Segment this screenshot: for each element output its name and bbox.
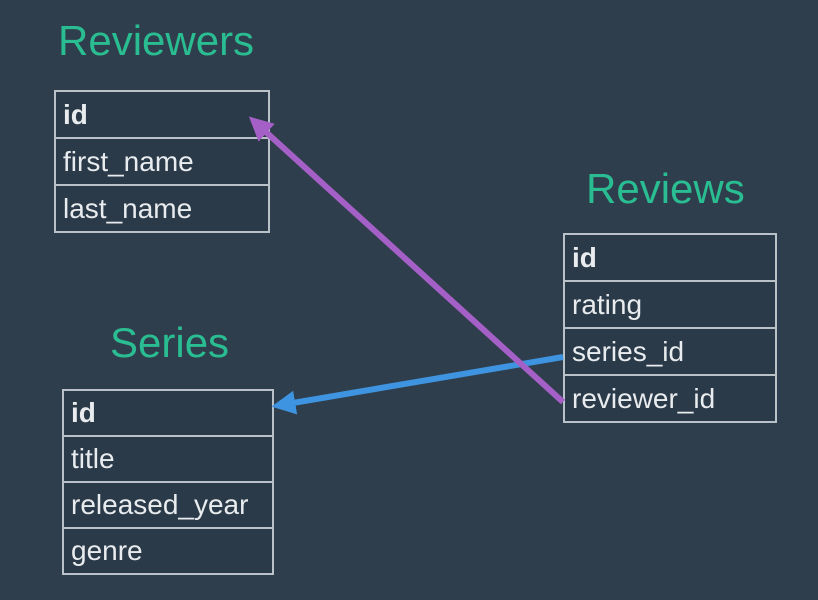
- reviews-column-series-id: series_id: [565, 327, 775, 374]
- column-label: released_year: [71, 489, 249, 520]
- reviewers-column-id: id: [56, 92, 268, 137]
- column-label: rating: [572, 288, 643, 320]
- reviews-column-reviewer-id: reviewer_id: [565, 374, 775, 421]
- series-column-genre: genre: [64, 527, 272, 573]
- column-label: id: [572, 241, 597, 273]
- series-table-title: Series: [110, 319, 230, 366]
- column-label: series_id: [572, 335, 685, 367]
- column-label: last_name: [63, 192, 193, 224]
- column-label: title: [71, 443, 115, 474]
- series-column-title: title: [64, 435, 272, 481]
- fk-arrow-reviewer-id-to-reviewers: [248, 116, 566, 405]
- reviews-table: id rating series_id reviewer_id: [563, 233, 777, 423]
- series-table: id title released_year genre: [62, 389, 274, 575]
- reviews-column-id: id: [565, 235, 775, 280]
- reviews-column-rating: rating: [565, 280, 775, 327]
- reviewers-table-title: Reviewers: [58, 17, 255, 64]
- reviewers-table: id first_name last_name: [54, 90, 270, 233]
- series-column-id: id: [64, 391, 272, 435]
- reviewers-column-last-name: last_name: [56, 184, 268, 231]
- reviewers-column-first-name: first_name: [56, 137, 268, 184]
- column-label: first_name: [63, 145, 194, 177]
- series-column-released-year: released_year: [64, 481, 272, 527]
- column-label: id: [71, 397, 96, 428]
- column-label: id: [63, 98, 88, 130]
- fk-arrow-series-id-to-series: [271, 354, 564, 415]
- column-label: reviewer_id: [572, 382, 716, 414]
- reviews-table-title: Reviews: [586, 165, 745, 212]
- column-label: genre: [71, 535, 143, 566]
